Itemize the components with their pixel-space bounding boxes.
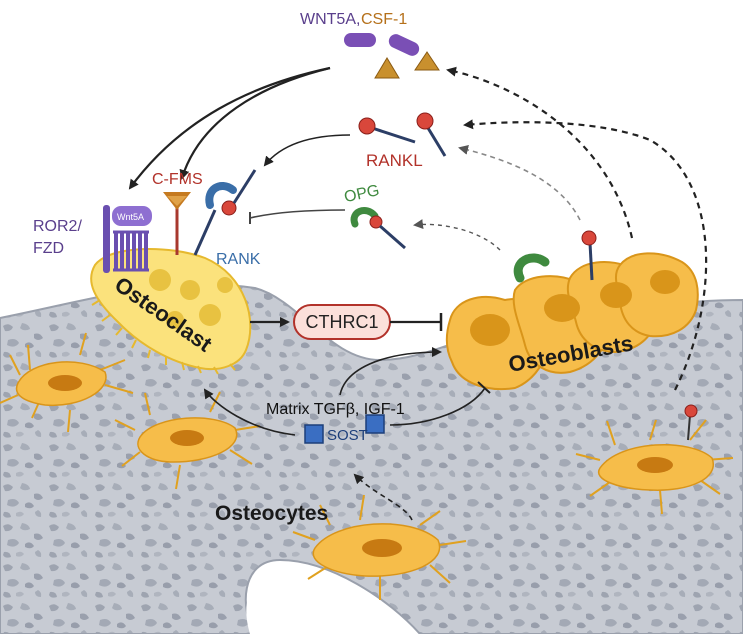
label-sost: SOST <box>327 427 368 444</box>
rankl-ligands <box>358 112 447 157</box>
label-ror2: ROR2/ <box>33 218 82 235</box>
label-opg: OPG <box>343 182 381 206</box>
osteoclast-cell <box>90 248 252 375</box>
arrow-matrix-to-osteoblasts <box>339 347 442 396</box>
label-wnt5a: WNT5A, <box>300 11 360 28</box>
ror2-fzd-receptor <box>103 205 152 273</box>
osteocyte-left <box>0 332 134 433</box>
label-osteocytes: Osteocytes <box>215 502 328 525</box>
osteocyte-middle <box>114 391 261 490</box>
sost-marker-left <box>304 424 324 444</box>
arrow-ligand-to-ror2 <box>128 66 331 190</box>
label-cfms: C-FMS <box>152 171 203 188</box>
opg-molecule <box>350 207 406 250</box>
label-rank: RANK <box>216 251 261 268</box>
rank-receptor <box>193 169 257 256</box>
arrow-osteoblast-to-ligands <box>446 66 634 239</box>
label-wnt5a-badge: Wnt5A <box>117 212 144 222</box>
label-cthrc1: CTHRC1 <box>305 312 378 332</box>
label-matrix: Matrix TGFβ, IGF-1 <box>266 401 405 418</box>
osteocyte-bottom <box>292 494 467 600</box>
arrow-osteoblast-to-rankl <box>458 145 581 221</box>
label-rankl: RANKL <box>366 151 423 170</box>
arrow-ligand-to-cfms <box>179 66 331 180</box>
arrow-osteoblast-to-opg <box>413 219 501 251</box>
sost-marker-right <box>365 414 385 434</box>
osteoblast-cells <box>445 230 699 390</box>
bone-cutout <box>246 575 395 634</box>
opg-free-molecule <box>513 253 550 283</box>
cfms-receptor <box>163 192 191 255</box>
csf1-ligands <box>374 51 440 79</box>
arrow-matrix-to-osteoclast <box>203 388 296 436</box>
label-csf1: CSF-1 <box>361 11 407 28</box>
arrow-osteocyte-to-sost <box>353 473 413 521</box>
inhibit-sost-osteoblasts <box>389 387 486 426</box>
inhibit-opg-rank <box>249 209 346 219</box>
arrow-rankl-to-rank <box>263 134 351 167</box>
label-fzd: FZD <box>33 240 64 257</box>
wnt5a-ligands <box>344 33 420 56</box>
osteocyte-right <box>575 404 734 515</box>
